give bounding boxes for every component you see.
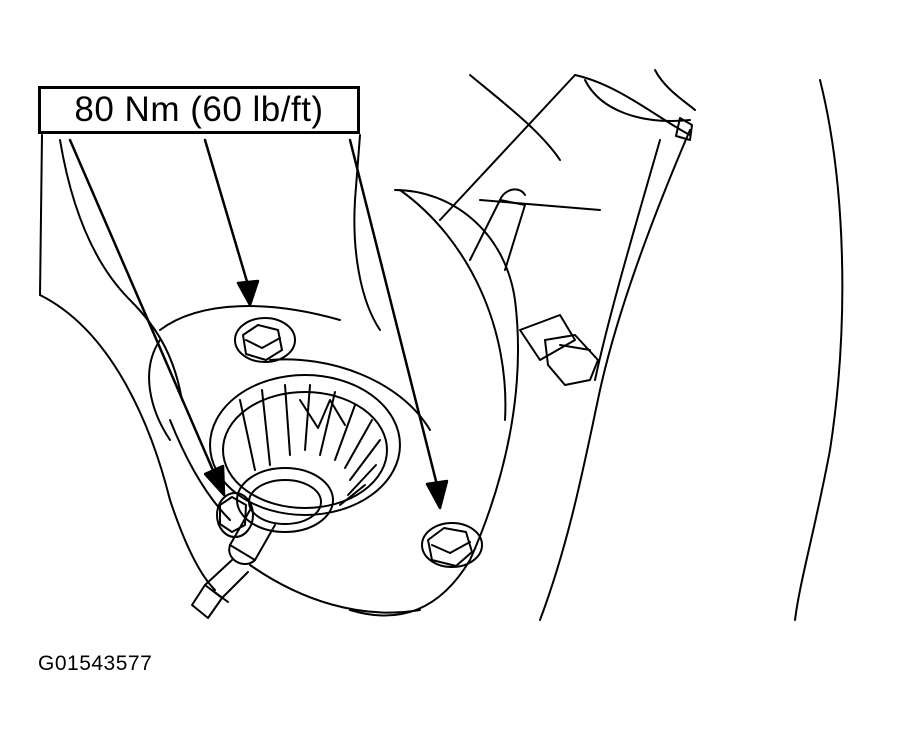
arrow-line-lower-left <box>68 138 217 477</box>
bolt-upper <box>234 317 296 363</box>
arrow-line-upper <box>203 138 250 287</box>
hub-flange <box>148 189 519 617</box>
bolt-lower-right <box>421 522 483 568</box>
bolt-lower-left <box>216 492 254 538</box>
arrowhead-upper <box>236 279 260 307</box>
bearing-center <box>209 374 401 516</box>
torque-arrows <box>68 138 449 510</box>
torque-callout-box: 80 Nm (60 lb/ft) <box>38 86 360 134</box>
arrow-line-lower-right <box>348 138 439 487</box>
axle-shaft <box>191 467 334 619</box>
torque-label: 80 Nm (60 lb/ft) <box>74 90 324 129</box>
arrowhead-lower-right <box>425 479 449 510</box>
figure-id-label: G01543577 <box>38 652 153 675</box>
knuckle-outline <box>39 69 844 621</box>
line-fitting <box>469 188 599 386</box>
arrowhead-lower-left <box>203 464 226 497</box>
